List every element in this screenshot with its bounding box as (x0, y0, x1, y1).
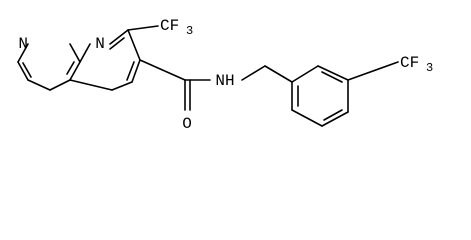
bond-c3-carbonyl (139, 59, 186, 81)
bond-c7-c6 (17, 61, 29, 81)
bond-c7-c6-inner (22, 62, 32, 78)
bond-c6-c5 (27, 79, 51, 91)
benzene-ring (291, 65, 349, 127)
bond-c8a-n8 (69, 43, 81, 63)
right-pyridine-ring (69, 29, 141, 91)
bond-c5-c4a (49, 79, 71, 91)
bond-c4-c4b (111, 81, 133, 91)
bond-n1-c2-inner (109, 37, 125, 50)
cf3-right-main: CF (400, 54, 419, 72)
bond-ar-2-inner (321, 71, 343, 83)
bond-n8-c7 (17, 43, 29, 63)
bond-ar-5 (291, 109, 323, 127)
bond-c4b-c4a (69, 79, 113, 91)
bond-ar-1 (291, 65, 319, 83)
atom-label-n8: N (18, 35, 28, 53)
atom-label-n1: N (95, 35, 105, 53)
bond-ar-4 (321, 111, 349, 127)
chemical-structure-diagram: N N CF 3 O NH CF 3 (17, 17, 433, 133)
left-pyridine-ring (17, 43, 81, 91)
atom-label-amide-nh: NH (215, 72, 234, 90)
bond-ar-2 (317, 65, 349, 81)
bond-c3-c4-inner (126, 61, 135, 81)
bond-c8a-n1 (79, 43, 91, 63)
cf3-top-sub: 3 (186, 24, 193, 38)
bond-n1-c2 (109, 29, 129, 45)
bond-n-ch2 (241, 65, 266, 81)
bond-c4a-c8a (69, 61, 81, 81)
cf3-group-right: CF 3 (400, 54, 433, 75)
bond-c2-c3 (127, 29, 141, 61)
bond-c4a-c8a-inner (66, 61, 75, 75)
bond-c3-c4 (131, 59, 141, 83)
bond-ch2-c1 (264, 65, 293, 83)
cf3-group-top: CF 3 (160, 17, 193, 38)
bond-ar-cf3 (347, 61, 399, 81)
bond-c2-cf3 (127, 25, 159, 31)
bond-ar-4-inner (323, 109, 343, 121)
atom-label-carbonyl-o: O (182, 115, 192, 133)
cf3-right-sub: 3 (426, 61, 433, 75)
cf3-top-main: CF (160, 17, 179, 35)
